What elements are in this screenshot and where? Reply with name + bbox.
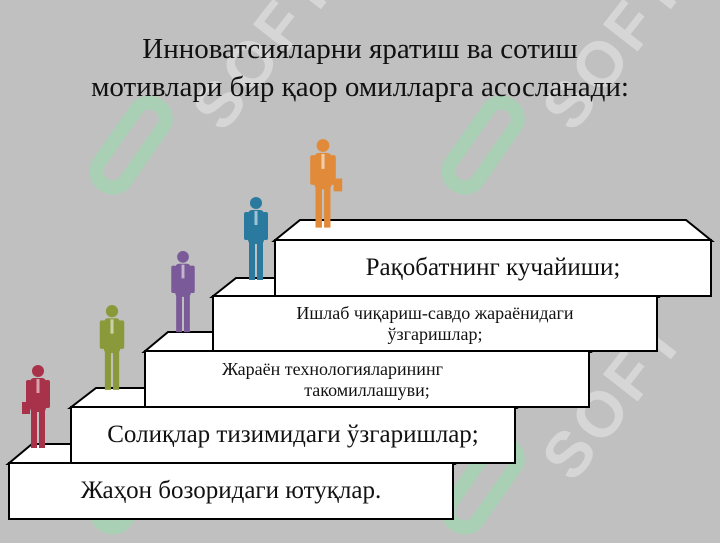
step-1-label: Жаҳон бозоридаги ютуқлар. <box>80 477 382 504</box>
step-3-line-2: такомиллашуви; <box>304 380 430 400</box>
step-4-line-2: ўзгаришлар; <box>387 324 483 344</box>
step-2: Солиқлар тизимидаги ўзгаришлар; <box>70 406 516 464</box>
step-3: Жараён технологияларининг такомиллашуви; <box>144 350 590 408</box>
person-figure-1 <box>22 365 50 448</box>
title-line-2: мотивлари бир қаор омилларга асосланади: <box>91 71 629 103</box>
step-2-label: Солиқлар тизимидаги ўзгаришлар; <box>107 421 479 448</box>
step-3-line-1: Жараён технологияларининг <box>222 359 443 379</box>
page-title: Инноватсияларни яратиш ва сотиш мотивлар… <box>0 30 720 106</box>
title-line-1: Инноватсияларни яратиш ва сотиш <box>142 33 578 65</box>
person-figure-2 <box>99 305 125 390</box>
person-figure-4 <box>244 197 268 280</box>
person-figure-5 <box>310 139 343 228</box>
step-4-line-1: Ишлаб чиқариш-савдо жараёнидаги <box>296 303 574 323</box>
person-figure-3 <box>171 250 195 333</box>
step-5-label: Рақобатнинг кучайиши; <box>365 254 621 281</box>
step-5: Рақобатнинг кучайиши; <box>274 239 712 297</box>
step-1: Жаҳон бозоридаги ютуқлар. <box>8 462 454 520</box>
